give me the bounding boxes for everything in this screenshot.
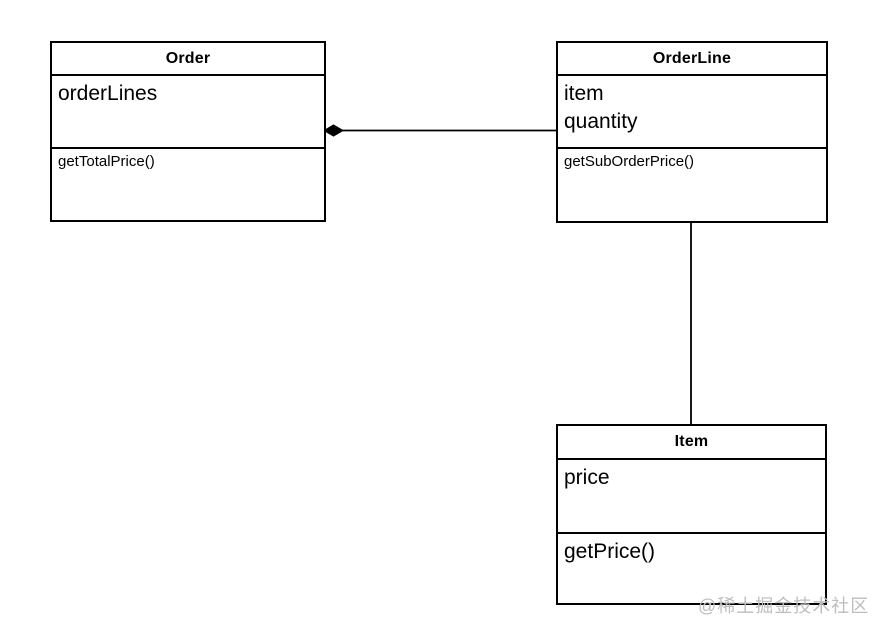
class-title: Order (52, 43, 324, 76)
class-attributes: price (558, 460, 825, 534)
method: getSubOrderPrice() (564, 153, 695, 170)
class-title: OrderLine (558, 43, 826, 76)
method: getTotalPrice() (58, 153, 155, 170)
class-title: Item (558, 426, 825, 460)
class-box-orderline: OrderLine item quantity getSubOrderPrice… (556, 41, 828, 223)
watermark-text: @稀土掘金技术社区 (698, 596, 870, 616)
attribute: item (564, 82, 604, 105)
class-methods: getSubOrderPrice() (558, 149, 826, 221)
attribute: quantity (564, 110, 638, 133)
method: getPrice() (564, 540, 656, 563)
attribute: orderLines (58, 82, 158, 105)
class-box-item: Item price getPrice() (556, 424, 827, 605)
class-methods: getTotalPrice() (52, 149, 324, 220)
attribute: price (564, 466, 610, 489)
class-methods: getPrice() (558, 534, 825, 603)
composition-diamond-icon (323, 124, 344, 137)
class-box-order: Order orderLines getTotalPrice() (50, 41, 326, 222)
class-attributes: item quantity (558, 76, 826, 149)
class-attributes: orderLines (52, 76, 324, 149)
